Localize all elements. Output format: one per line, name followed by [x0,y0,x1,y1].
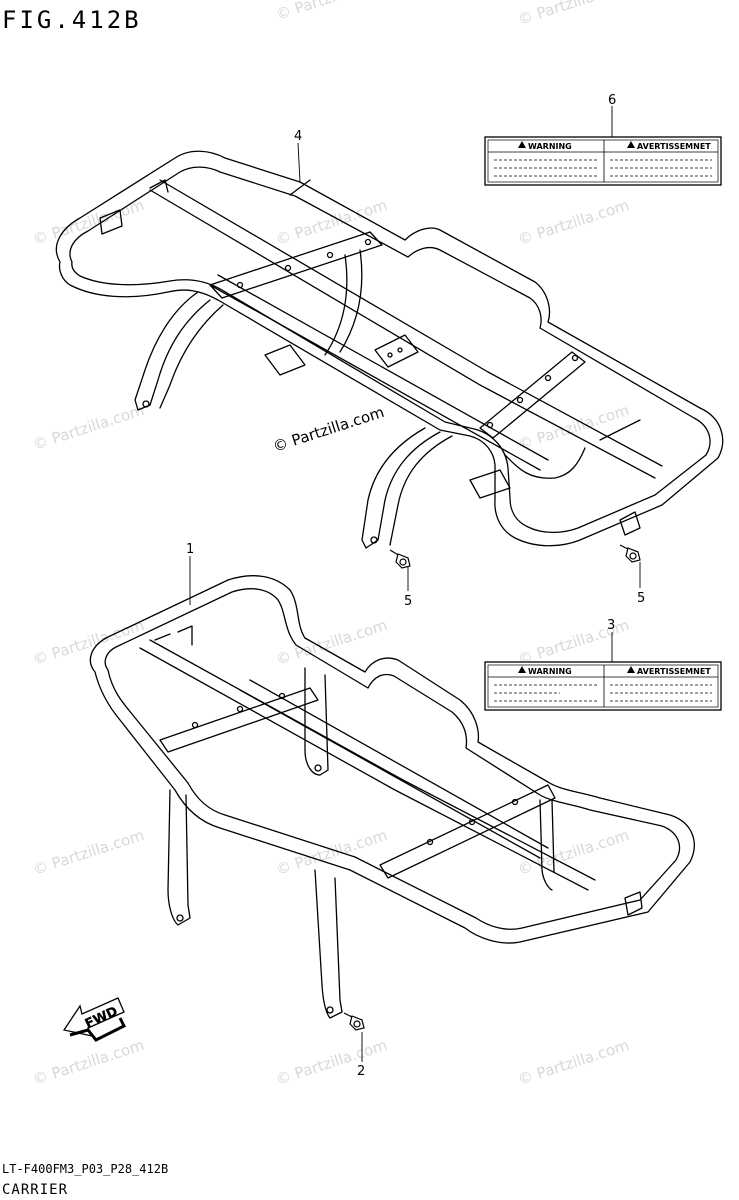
warning-text: WARNING [528,667,572,676]
watermark: © Partzilla.com [516,196,632,249]
watermark: © Partzilla.com [274,826,390,879]
watermark: © Partzilla.com [516,0,632,29]
figure-title: FIG.412B [2,6,142,34]
watermark: © Partzilla.com [516,401,632,454]
callout-4: 4 [294,129,302,144]
watermark: © Partzilla.com [274,616,390,669]
callout-3: 3 [607,618,615,633]
watermark: © Partzilla.com [31,196,147,249]
watermark: © Partzilla.com [31,616,147,669]
diagram-name: CARRIER [2,1182,69,1198]
leader-lines [189,106,641,1062]
callout-5-left: 5 [404,594,412,609]
watermark: © Partzilla.com [31,1036,147,1089]
fwd-arrow: FWD [62,997,127,1042]
bolt-right-5 [619,544,641,563]
watermark: © Partzilla.com [31,826,147,879]
callout-1: 1 [186,542,194,557]
bolt-2 [343,1012,365,1031]
watermark: © Partzilla.com [31,401,147,454]
front-carrier [55,150,724,549]
watermark-center: © Partzilla.com [271,403,387,456]
diagram-code: LT-F400FM3_P03_P28_412B [2,1162,169,1176]
watermark: © Partzilla.com [516,1036,632,1089]
watermark: © Partzilla.com [274,0,390,24]
watermark: © Partzilla.com [274,1036,390,1089]
warning-label-6: WARNING AVERTISSEMNET [484,136,722,186]
bolt-left-5 [389,549,411,569]
callout-2: 2 [357,1064,365,1079]
callout-6: 6 [608,93,616,108]
avertissement-text: AVERTISSEMNET [637,142,711,151]
callout-5-right: 5 [637,591,645,606]
rear-carrier [89,575,695,1019]
watermark: © Partzilla.com [516,826,632,879]
warning-label-3: WARNING AVERTISSEMNET [484,661,722,711]
warning-text: WARNING [528,142,572,151]
avertissement-text: AVERTISSEMNET [637,667,711,676]
